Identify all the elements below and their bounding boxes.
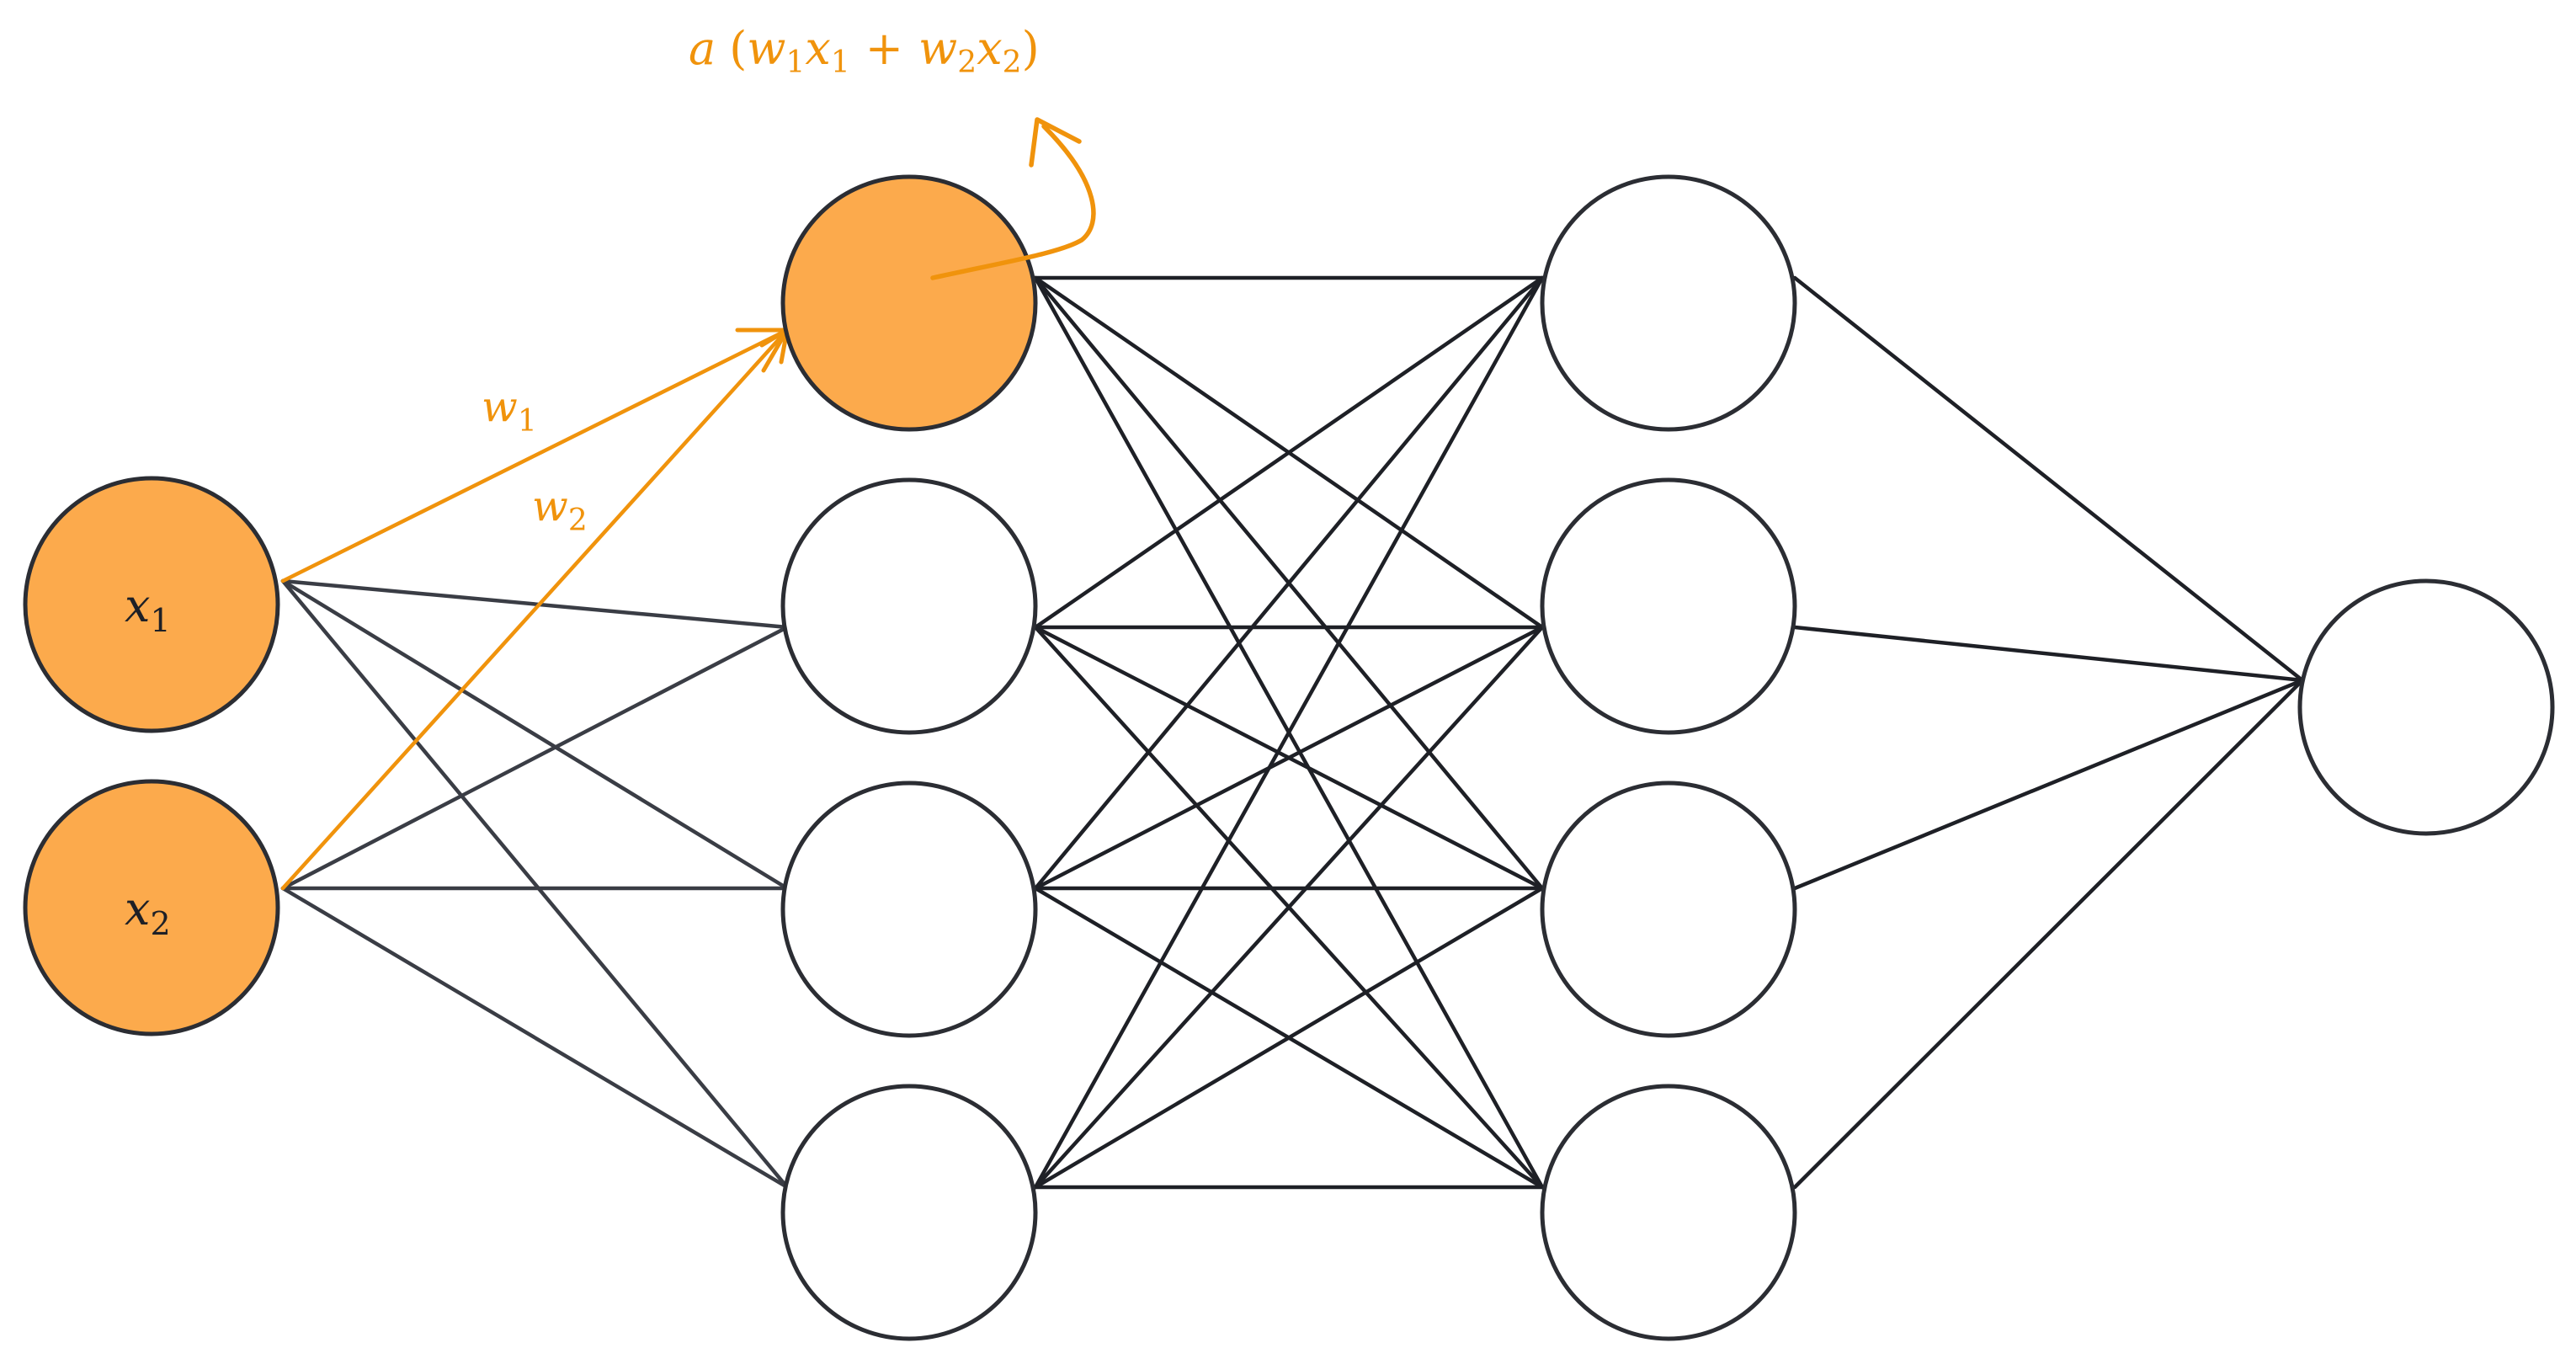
edge-hidden2-2-output [1792,625,2305,683]
node-hidden2-3 [1540,781,1797,1038]
node-hidden2-4 [1540,1084,1797,1341]
node-hidden2-2 [1540,477,1797,735]
edge-input1-hidden1-2 [280,578,790,630]
edge-hidden1-4-hidden2-2 [1033,625,1545,1190]
label-x1: x1 [125,579,171,639]
edge-input2-hidden1-2 [280,625,790,891]
edge-hidden2-1-output [1792,275,2305,683]
edge-input2-hidden1-4 [280,886,790,1190]
label-w2: w2 [532,482,588,538]
weight-arrow-w2 [280,328,790,891]
node-labels: x1 x2 [125,579,171,942]
node-hidden1-2 [780,477,1038,735]
edges-input-to-hidden1 [280,578,790,1190]
edge-hidden2-4-output [1792,678,2305,1190]
node-hidden2-1 [1540,174,1797,432]
weight-labels: w1 w2 [482,382,588,538]
label-w1: w1 [482,382,537,439]
activation-arrow-head [1029,117,1082,168]
node-hidden1-4 [780,1084,1038,1341]
edge-hidden1-3-hidden2-1 [1033,275,1545,891]
node-hidden1-3 [780,781,1038,1038]
edges-hidden-layers [1033,275,2305,1190]
node-output-1 [2297,578,2555,836]
edge-input1-hidden1-3 [280,578,790,891]
edge-hidden1-4-hidden2-1 [1033,275,1545,1190]
edge-input1-hidden1-4 [280,578,790,1190]
node-input-2 [23,779,280,1036]
nodes [23,174,2555,1341]
edge-hidden1-4-hidden2-3 [1033,886,1545,1190]
edge-hidden2-3-output [1792,678,2305,891]
activation-arrow [930,117,1096,280]
node-hidden1-1 [780,174,1038,432]
edge-hidden1-2-hidden2-1 [1033,275,1545,630]
edge-hidden1-3-hidden2-2 [1033,625,1545,891]
node-input-1 [23,476,280,733]
activation-formula: a(w1x1+w2x2) [689,22,1040,80]
label-x2: x2 [125,882,171,942]
weight-arrow-w1 [280,328,790,583]
activation-arrow-curve [930,124,1096,280]
